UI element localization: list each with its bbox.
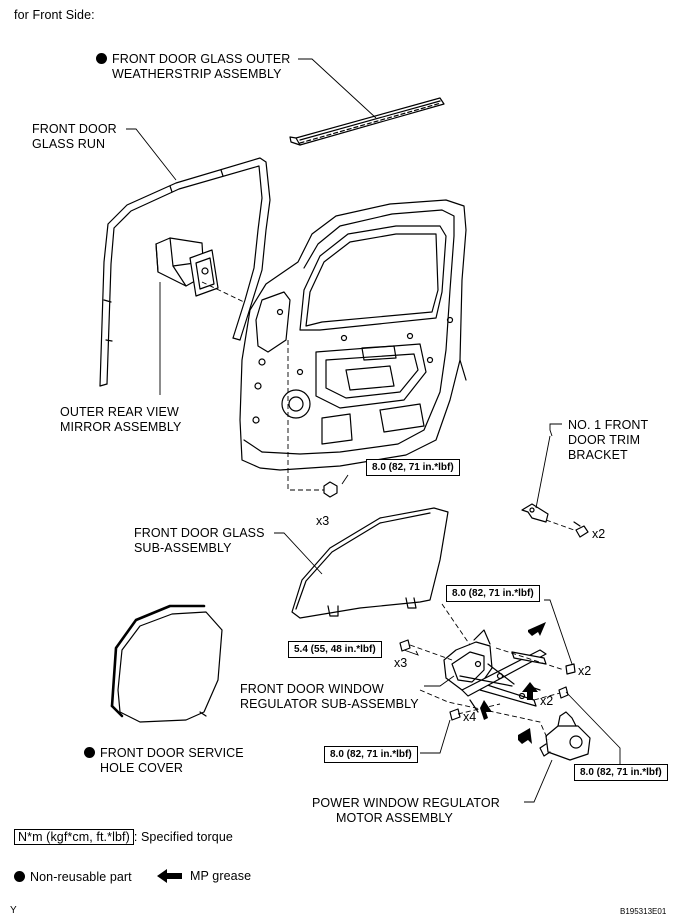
- glass-bolt: [399, 639, 411, 652]
- torque-box-glass-bolt: 5.4 (55, 48 in.*lbf): [288, 641, 382, 658]
- assembly-lines: [201, 281, 575, 741]
- door-glass-part: [291, 507, 449, 619]
- torque-box-motor-bolt: 8.0 (82, 71 in.*lbf): [574, 764, 668, 781]
- page-header: for Front Side:: [14, 8, 95, 22]
- count-lower-bolt: x4: [463, 710, 477, 724]
- middle-bolt: [558, 686, 569, 699]
- legend-nonreusable: Non-reusable part: [14, 870, 132, 885]
- grease-arrow-right-icon: [522, 682, 538, 700]
- count-door-nut: x3: [316, 514, 330, 528]
- legend-grease-label: MP grease: [190, 869, 252, 883]
- glass-run-label: FRONT DOOR GLASS RUN: [32, 122, 117, 151]
- torque-box-regulator-bolt: 8.0 (82, 71 in.*lbf): [446, 585, 540, 602]
- trim-bracket-label: NO. 1 FRONT DOOR TRIM BRACKET: [568, 418, 649, 462]
- glass-run-part: [99, 157, 271, 387]
- nut-fastener: [323, 481, 338, 498]
- mirror-part: [155, 237, 219, 297]
- count-regulator-bolt: x2: [578, 664, 592, 678]
- grease-arrows: [157, 622, 546, 883]
- count-glass-bolt: x3: [394, 656, 408, 670]
- service-cover-label: FRONT DOOR SERVICE HOLE COVER: [84, 746, 244, 776]
- count-bracket-bolt: x2: [592, 527, 606, 541]
- grease-arrow-top-icon: [528, 622, 546, 636]
- door-glass-label: FRONT DOOR GLASS SUB-ASSEMBLY: [134, 526, 265, 555]
- regulator-label: FRONT DOOR WINDOW REGULATOR SUB-ASSEMBLY: [240, 682, 419, 711]
- legend-grease-arrow-icon: [157, 869, 182, 883]
- legend-torque: N*m (kgf*cm, ft.*lbf): Specified torque: [14, 829, 233, 845]
- outer-weatherstrip-part: [289, 97, 445, 146]
- window-regulator-part: [443, 629, 547, 713]
- torque-box-lower-bolt: 8.0 (82, 71 in.*lbf): [324, 746, 418, 763]
- legend-torque-box: N*m (kgf*cm, ft.*lbf): [14, 829, 134, 845]
- door-panel-part: [239, 199, 467, 471]
- legend-torque-desc: : Specified torque: [133, 830, 233, 844]
- motor-label: POWER WINDOW REGULATOR MOTOR ASSEMBLY: [312, 796, 500, 825]
- torque-box-door-nut: 8.0 (82, 71 in.*lbf): [366, 459, 460, 476]
- regulator-bolt: [565, 663, 576, 675]
- leader-lines: [126, 58, 621, 803]
- regulator-motor-part: [539, 711, 591, 761]
- footer-figure-code: B195313E01: [620, 907, 667, 916]
- grease-arrow-left-icon: [480, 700, 492, 720]
- footer-left-mark: Y: [10, 905, 17, 916]
- mirror-label: OUTER REAR VIEW MIRROR ASSEMBLY: [60, 405, 182, 434]
- outer-weatherstrip-label: FRONT DOOR GLASS OUTER WEATHERSTRIP ASSE…: [96, 52, 290, 82]
- grease-arrow-motor-icon: [518, 728, 532, 744]
- non-reusable-dot-icon: [84, 747, 95, 758]
- non-reusable-dot-icon: [14, 871, 25, 882]
- count-middle-bolt: x2: [540, 694, 554, 708]
- trim-bracket-part: [521, 503, 581, 527]
- bracket-bolt: [575, 525, 589, 538]
- lower-bolt: [449, 708, 461, 721]
- non-reusable-dot-icon: [96, 53, 107, 64]
- service-hole-cover-part: [110, 604, 223, 723]
